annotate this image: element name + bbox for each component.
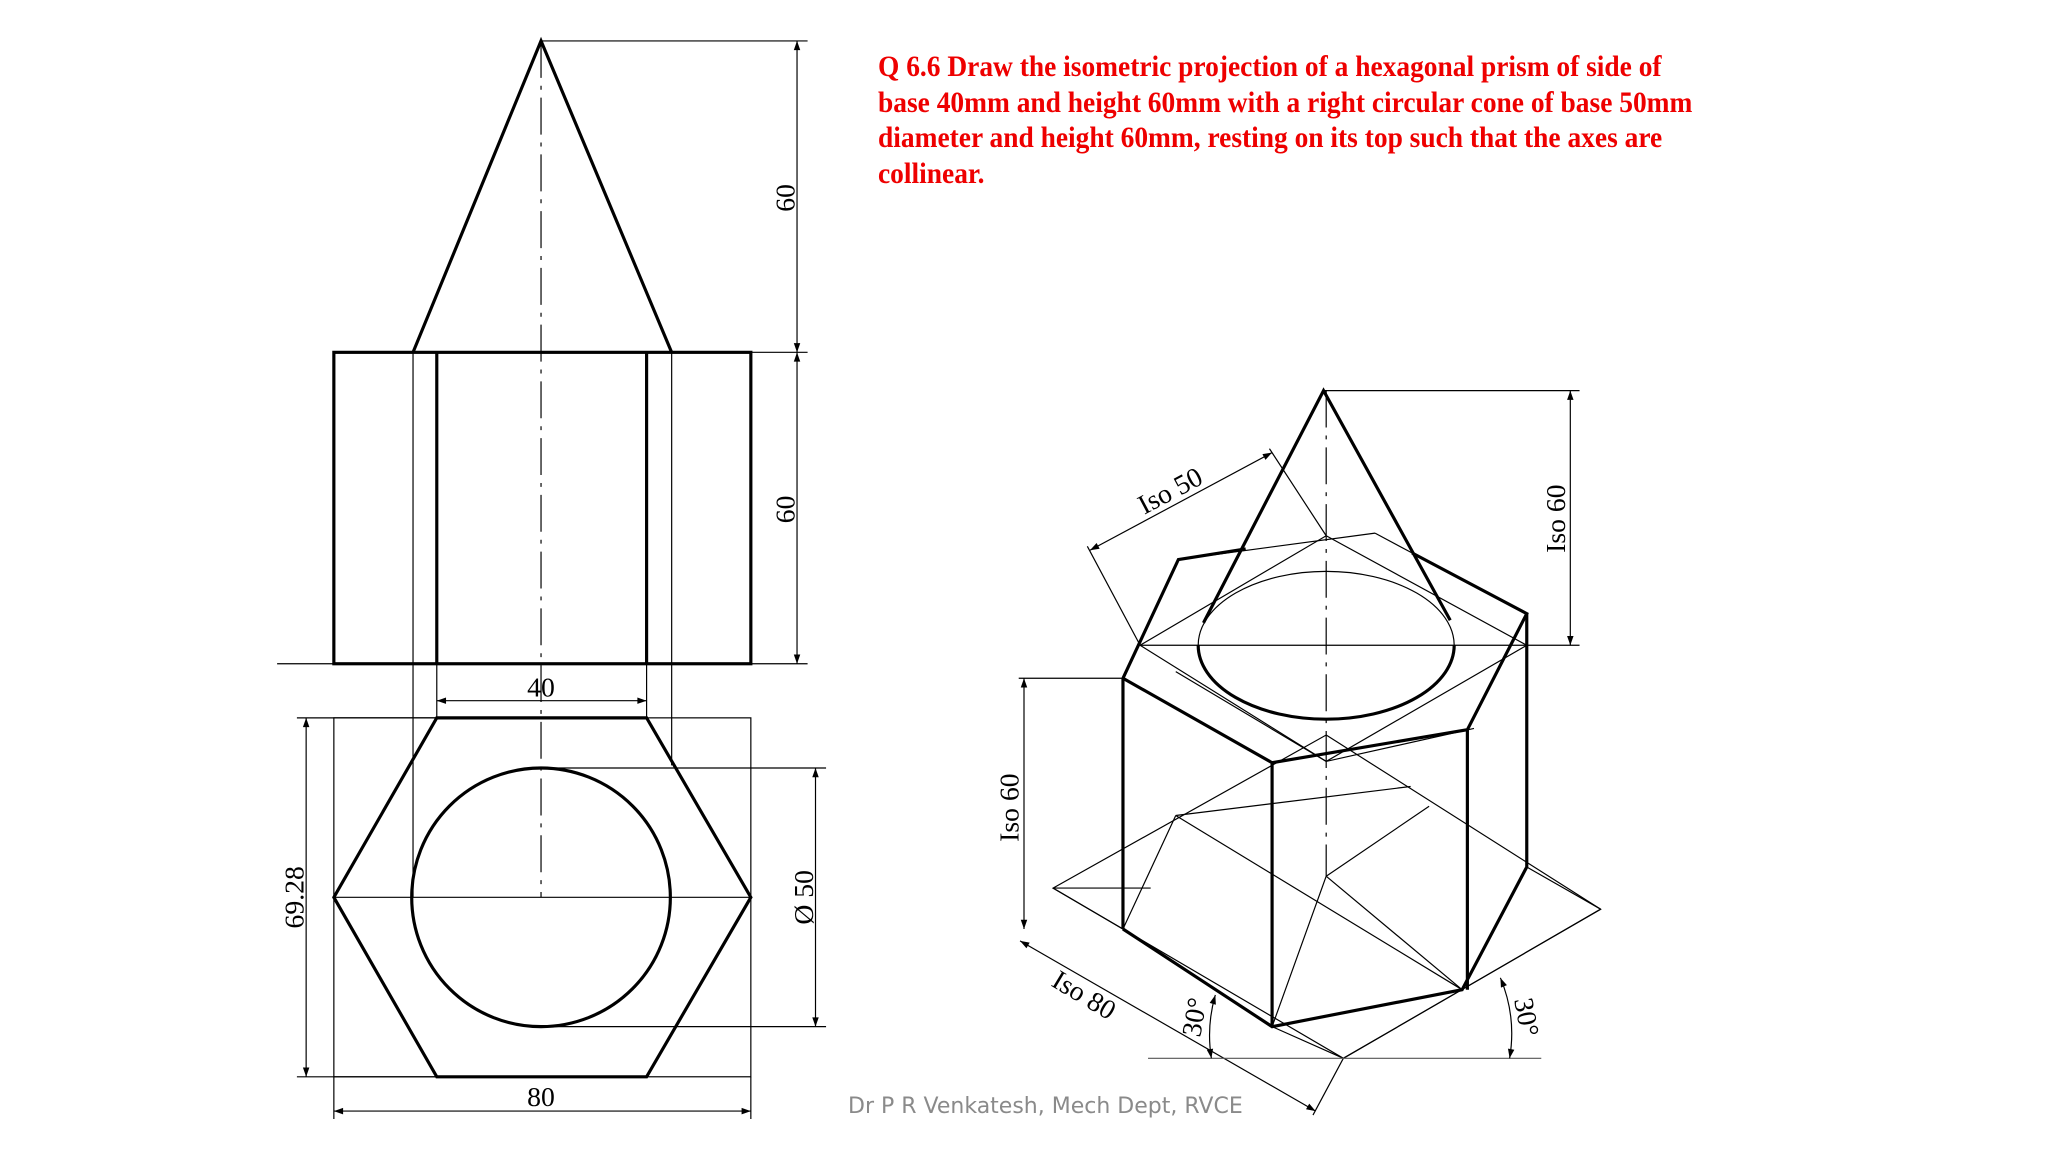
dim-across-flats: 69.28 [279, 866, 310, 928]
dim-iso-50: Iso 50 [1132, 461, 1207, 521]
footer-credit: Dr P R Venkatesh, Mech Dept, RVCE [848, 1094, 1243, 1119]
prism-front [332, 350, 753, 666]
dim-cone-height: 60 [769, 184, 800, 212]
dim-angle-left: 30° [1175, 995, 1212, 1039]
isometric-view: Iso 50 Iso 60 Iso 60 Iso 80 30° 30° [994, 387, 1602, 1116]
dim-cone-diameter: Ø 50 [788, 870, 819, 925]
dim-side: 40 [527, 672, 555, 703]
top-view: 40 80 69.28 Ø 50 [279, 663, 827, 1120]
dim-iso-80: Iso 80 [1047, 964, 1122, 1026]
dim-angle-right: 30° [1508, 995, 1545, 1039]
front-view: 60 60 [277, 36, 808, 898]
dim-iso-prism-height: Iso 60 [994, 773, 1025, 842]
question-text: Q 6.6 Draw the isometric projection of a… [878, 51, 1693, 190]
dim-prism-height: 60 [769, 496, 800, 524]
cone-outline [411, 36, 674, 353]
dim-iso-cone-height: Iso 60 [1540, 484, 1571, 553]
dim-across-corners: 80 [527, 1081, 555, 1112]
iso-cone-outline [1202, 387, 1452, 624]
